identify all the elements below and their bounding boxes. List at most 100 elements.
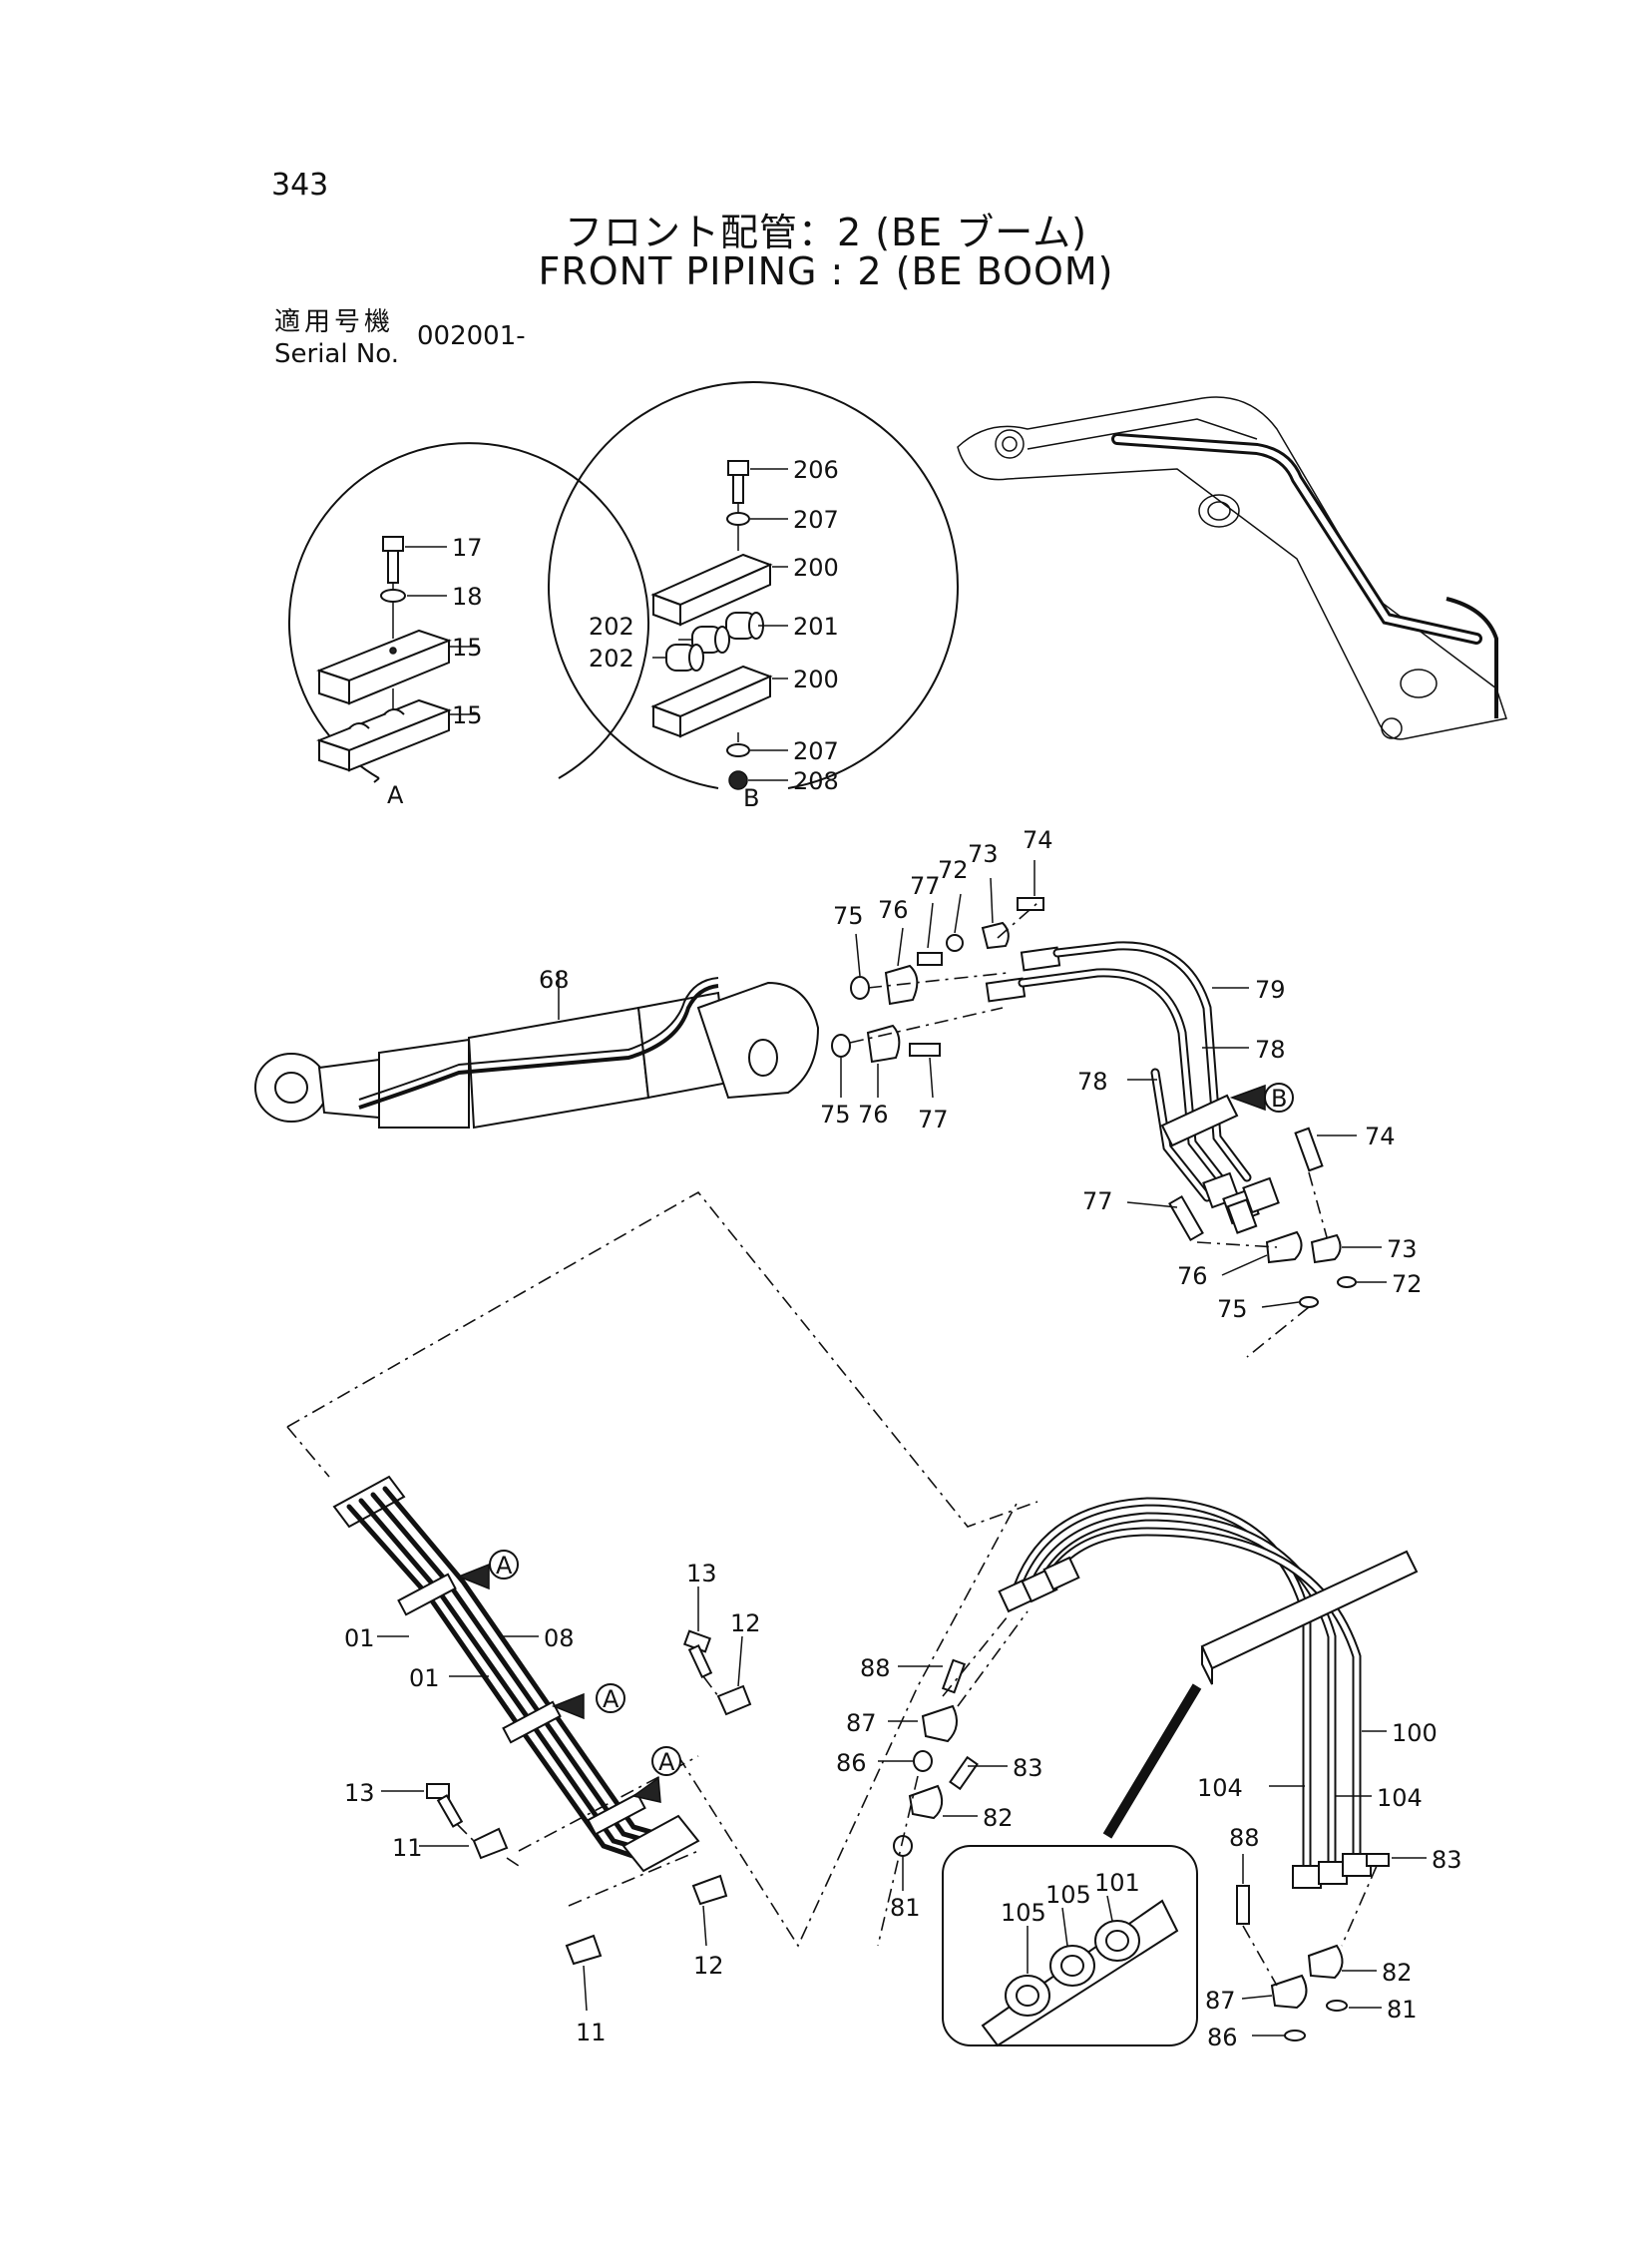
callout-13-upper: 13	[686, 1560, 717, 1587]
callout-78-right: 78	[1255, 1036, 1286, 1064]
callout-17: 17	[452, 534, 483, 562]
callout-75-upper: 75	[833, 902, 864, 930]
callout-76-upper: 76	[878, 896, 909, 924]
clamp-11-lower-icon	[565, 1934, 603, 1966]
ref-marker-b: B	[1271, 1085, 1287, 1113]
callout-79: 79	[1255, 976, 1286, 1004]
bolt-17-icon	[382, 536, 404, 584]
flange-76-right-icon	[1265, 1230, 1303, 1264]
ref-marker-a-3: A	[658, 1748, 675, 1776]
callout-200-lower: 200	[793, 666, 839, 693]
callout-202-lower: 202	[589, 645, 634, 673]
clamp-12-lower-icon	[691, 1874, 728, 1906]
hose-bundle-78-79	[985, 941, 1280, 1234]
bolt-88-left-icon	[941, 1658, 967, 1694]
callout-88-right: 88	[1229, 1824, 1260, 1852]
hose-bundle-01-08	[332, 1475, 700, 1873]
callout-73-upper: 73	[968, 840, 999, 868]
callout-12-lower: 12	[693, 1952, 724, 1980]
bolt-88-right-icon	[1236, 1885, 1250, 1925]
callout-11-upper: 11	[392, 1834, 423, 1862]
callout-81-right: 81	[1387, 1996, 1418, 2024]
flange-set-right	[1168, 1127, 1357, 1308]
oring-86-right-icon	[1284, 2030, 1306, 2041]
collar-201-icon	[725, 612, 764, 640]
serial-number-value: 002001-	[417, 321, 526, 351]
callout-88-left: 88	[860, 1654, 891, 1682]
callout-76-right: 76	[1177, 1262, 1208, 1290]
clamp-11-upper-icon	[472, 1827, 509, 1860]
flange-73-upper-icon	[981, 921, 1010, 950]
flange-76-lower-icon	[866, 1024, 901, 1064]
flange-set-lower	[831, 1024, 941, 1064]
washer-207-lower-icon	[726, 743, 750, 757]
callout-01-upper: 01	[344, 1624, 375, 1652]
callout-11-lower: 11	[576, 2019, 607, 2046]
page-number: 343	[271, 168, 329, 203]
oring-75-right-icon	[1299, 1296, 1319, 1308]
callout-207-lower: 207	[793, 737, 839, 765]
callout-105-left: 105	[1001, 1899, 1046, 1927]
clamp-200-lower-icon	[650, 665, 773, 738]
clamp-upper-15-icon	[316, 629, 452, 705]
collar-105-left-icon	[1005, 1975, 1050, 2017]
oring-72-upper-icon	[946, 934, 964, 952]
callout-18: 18	[452, 583, 483, 611]
callout-72-upper: 72	[938, 856, 969, 884]
callout-78-left: 78	[1077, 1068, 1108, 1096]
oring-81-right-icon	[1326, 2000, 1348, 2012]
flange-group-right	[1236, 1853, 1390, 2041]
flange-87-left-icon	[921, 1704, 958, 1743]
oring-75-lower-icon	[831, 1034, 851, 1058]
callout-77-upper: 77	[910, 872, 941, 900]
callout-105-right: 105	[1045, 1881, 1091, 1909]
callout-101: 101	[1094, 1869, 1140, 1897]
collar-202-lower-icon	[665, 644, 704, 672]
callout-206: 206	[793, 456, 839, 484]
hose-bundle-100-104	[998, 1497, 1419, 1889]
collar-105-right-icon	[1049, 1945, 1095, 1987]
callout-82-left: 82	[983, 1804, 1014, 1832]
callout-208: 208	[793, 767, 839, 795]
clamp-12-upper-icon	[716, 1684, 752, 1716]
detail-b: 206 207 200 201 202 202 200 207 208 B	[548, 381, 959, 812]
callout-82-right: 82	[1382, 1959, 1413, 1987]
clamp-200-upper-icon	[650, 553, 773, 627]
flange-82-right-icon	[1307, 1944, 1344, 1980]
ref-marker-a-2: A	[603, 1685, 620, 1713]
bolt-77-upper-icon	[917, 952, 943, 966]
bolt-13-upper-icon	[682, 1629, 713, 1679]
callout-76-lower: 76	[858, 1101, 889, 1129]
title-english: FRONT PIPING : 2 (BE BOOM)	[538, 249, 1114, 293]
applicable-label-japanese: 適用号機	[274, 307, 395, 337]
callout-72-right: 72	[1392, 1270, 1423, 1298]
callout-87-left: 87	[846, 1709, 877, 1737]
callout-201: 201	[793, 613, 839, 641]
bolt-83-right-icon	[1366, 1853, 1390, 1867]
boom-cylinder-68	[254, 973, 820, 1130]
detail-a: 17 18 15 15 A	[288, 442, 649, 809]
callout-74-right: 74	[1365, 1123, 1396, 1150]
collar-101-icon	[1094, 1920, 1140, 1962]
callout-104-right: 104	[1377, 1784, 1423, 1812]
oring-86-left-icon	[913, 1750, 933, 1772]
callout-77-right: 77	[1082, 1187, 1113, 1215]
callout-81-left: 81	[890, 1894, 921, 1922]
applicable-label-english: Serial No.	[274, 339, 399, 369]
callout-08: 08	[544, 1624, 575, 1652]
flange-73-right-icon	[1310, 1233, 1342, 1264]
callout-75-lower: 75	[820, 1101, 851, 1129]
callout-01-lower: 01	[409, 1664, 440, 1692]
detail-b-label: B	[743, 784, 759, 812]
washer-207-upper-icon	[726, 512, 750, 526]
flange-82-left-icon	[908, 1784, 944, 1820]
title-japanese: フロント配管：2 (BE ブーム)	[565, 211, 1087, 254]
bolt-83-left-icon	[949, 1755, 979, 1791]
detail-a-label: A	[387, 781, 404, 809]
bolt-77-lower-icon	[909, 1043, 941, 1057]
callout-68: 68	[539, 966, 570, 994]
callout-83-left: 83	[1013, 1754, 1043, 1782]
callout-86-left: 86	[836, 1749, 867, 1777]
callout-75-right: 75	[1217, 1295, 1248, 1323]
flange-87-right-icon	[1270, 1974, 1308, 2010]
